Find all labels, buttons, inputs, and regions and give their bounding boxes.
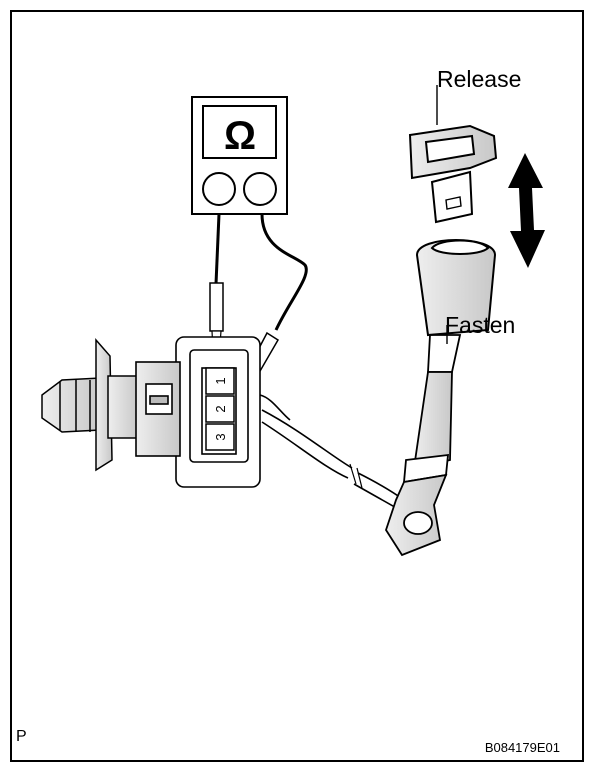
leader-lines [436,85,448,344]
test-leads [214,213,308,331]
terminal-label-1: 1 [213,377,228,384]
fasten-label: Fasten [445,312,515,338]
terminal-cells [205,367,235,451]
connector-clip [41,338,139,472]
terminal-label-3: 3 [213,433,228,440]
buckle-assembly [385,334,462,557]
ohmmeter: Ω [191,96,288,215]
terminal-label-2: 2 [213,405,228,412]
diagram-frame [10,10,584,762]
ohm-symbol: Ω [224,114,256,158]
seat-belt-buckle [415,239,497,337]
meter-jack-left [202,172,236,206]
meter-jack-right [243,172,277,206]
figure-code: B084179E01 [485,740,560,755]
release-label: Release [437,66,521,92]
corner-mark: P [16,728,27,745]
latch-plate [408,124,498,224]
wire-harness [261,409,405,511]
double-arrow-icon [508,153,545,268]
